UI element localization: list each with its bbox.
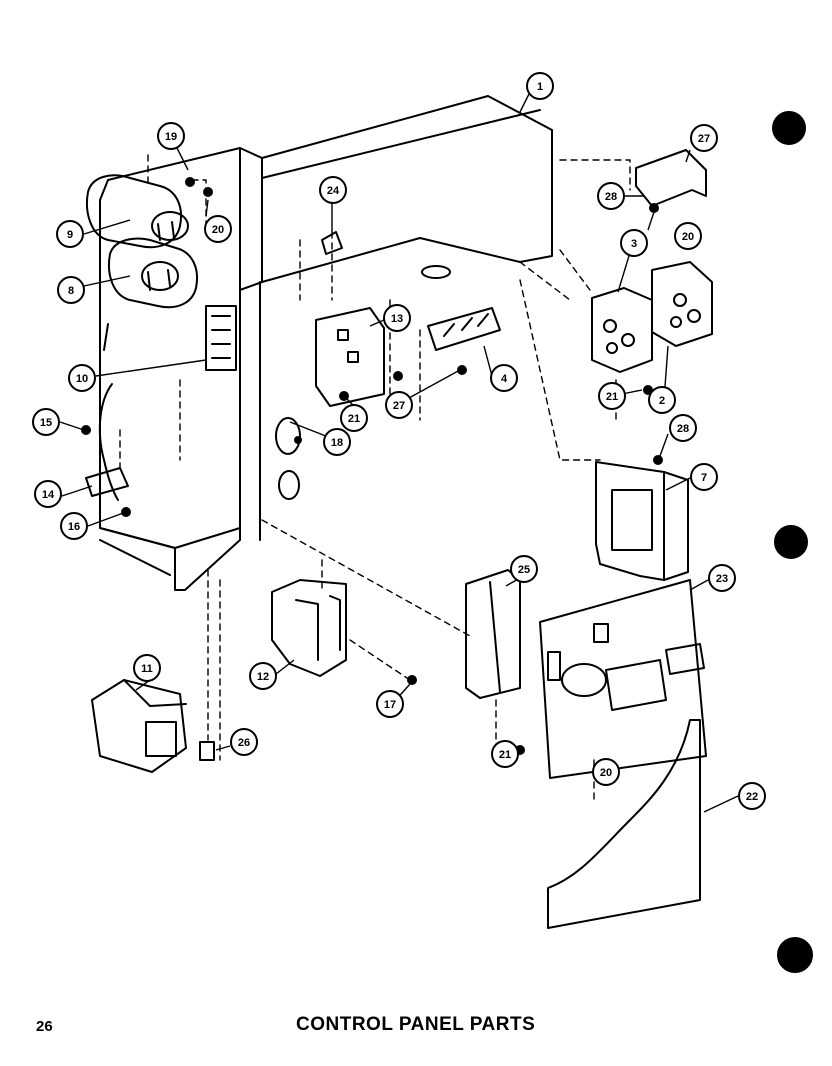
screws <box>81 177 663 769</box>
svg-text:19: 19 <box>165 131 177 143</box>
svg-text:13: 13 <box>391 313 403 325</box>
svg-text:21: 21 <box>499 749 511 761</box>
callout-circle: 19 <box>157 122 185 150</box>
binder-hole-bottom <box>777 937 813 973</box>
svg-text:27: 27 <box>393 400 405 412</box>
callout-circle: 7 <box>690 463 718 491</box>
wire-harness <box>98 383 119 501</box>
svg-text:1: 1 <box>537 81 543 93</box>
terminal-block <box>205 305 237 371</box>
callout-circle: 9 <box>56 220 84 248</box>
svg-text:9: 9 <box>67 229 73 241</box>
callout-circle: 26 <box>230 728 258 756</box>
svg-text:16: 16 <box>68 521 80 533</box>
svg-text:3: 3 <box>631 238 637 250</box>
callouts: 1 19 20 9 8 24 13 4 3 27 28 20 2 21 10 1… <box>32 72 766 810</box>
control-box-housing <box>99 95 553 591</box>
transformer-7 <box>595 461 689 581</box>
callout-circle: 25 <box>510 555 538 583</box>
capacitor-lower <box>108 237 198 309</box>
relay-12 <box>271 579 347 677</box>
svg-text:17: 17 <box>384 699 396 711</box>
callout-circle: 20 <box>592 758 620 786</box>
callout-circle: 21 <box>340 404 368 432</box>
callout-circle: 28 <box>597 182 625 210</box>
callout-circle: 20 <box>674 222 702 250</box>
svg-text:28: 28 <box>677 423 689 435</box>
svg-text:18: 18 <box>331 437 343 449</box>
callout-circle: 14 <box>34 480 62 508</box>
svg-text:21: 21 <box>606 391 618 403</box>
callout-circle: 11 <box>133 654 161 682</box>
svg-text:14: 14 <box>42 489 55 501</box>
relay-2 <box>651 261 713 347</box>
callout-circle: 21 <box>598 382 626 410</box>
cover-bracket-27 <box>635 149 707 207</box>
svg-text:28: 28 <box>605 191 617 203</box>
wire-lead <box>103 323 109 351</box>
callout-circle: 27 <box>690 124 718 152</box>
svg-text:27: 27 <box>698 133 710 145</box>
callout-circle: 17 <box>376 690 404 718</box>
svg-text:2: 2 <box>659 395 665 407</box>
callout-circle: 22 <box>738 782 766 810</box>
callout-circle: 4 <box>490 364 518 392</box>
binder-hole-middle <box>774 525 808 559</box>
svg-text:12: 12 <box>257 671 269 683</box>
svg-text:22: 22 <box>746 791 758 803</box>
svg-text:23: 23 <box>716 573 728 585</box>
svg-text:11: 11 <box>141 663 153 675</box>
callout-circle: 3 <box>620 229 648 257</box>
callout-circle: 28 <box>669 414 697 442</box>
switch-small <box>85 467 129 497</box>
svg-text:20: 20 <box>212 224 224 236</box>
binder-hole-top <box>772 111 806 145</box>
relay-3 <box>591 287 653 373</box>
page-title: CONTROL PANEL PARTS <box>296 1014 536 1035</box>
callout-circle: 15 <box>32 408 60 436</box>
svg-text:10: 10 <box>76 373 88 385</box>
assembly-lines <box>119 154 631 801</box>
callout-circle: 21 <box>491 740 519 768</box>
callout-circle: 8 <box>57 276 85 304</box>
callout-circle: 27 <box>385 391 413 419</box>
terminal-strip-4 <box>427 307 501 351</box>
callout-circle: 12 <box>249 662 277 690</box>
callout-circle: 1 <box>526 72 554 100</box>
callout-circle: 13 <box>383 304 411 332</box>
page-number: 26 <box>36 1018 53 1035</box>
svg-text:15: 15 <box>40 417 52 429</box>
callout-circle: 18 <box>323 428 351 456</box>
callout-circle: 24 <box>319 176 347 204</box>
svg-text:24: 24 <box>327 185 340 197</box>
svg-text:21: 21 <box>348 413 360 425</box>
callout-circle: 2 <box>648 386 676 414</box>
svg-text:26: 26 <box>238 737 250 749</box>
mounting-bracket-25 <box>465 569 521 699</box>
clip-26 <box>199 741 215 761</box>
callout-circle: 23 <box>708 564 736 592</box>
svg-text:20: 20 <box>600 767 612 779</box>
svg-text:4: 4 <box>501 373 508 385</box>
callout-circle: 20 <box>204 215 232 243</box>
svg-text:7: 7 <box>701 472 707 484</box>
access-panel-22 <box>547 719 701 929</box>
callout-circle: 16 <box>60 512 88 540</box>
svg-text:8: 8 <box>68 285 74 297</box>
contactor-11 <box>91 679 187 773</box>
control-board-23 <box>539 579 707 779</box>
svg-text:20: 20 <box>682 231 694 243</box>
mounting-plate-13 <box>315 307 385 407</box>
callout-circle: 10 <box>68 364 96 392</box>
capacitor-upper <box>86 174 189 249</box>
svg-text:25: 25 <box>518 564 530 576</box>
